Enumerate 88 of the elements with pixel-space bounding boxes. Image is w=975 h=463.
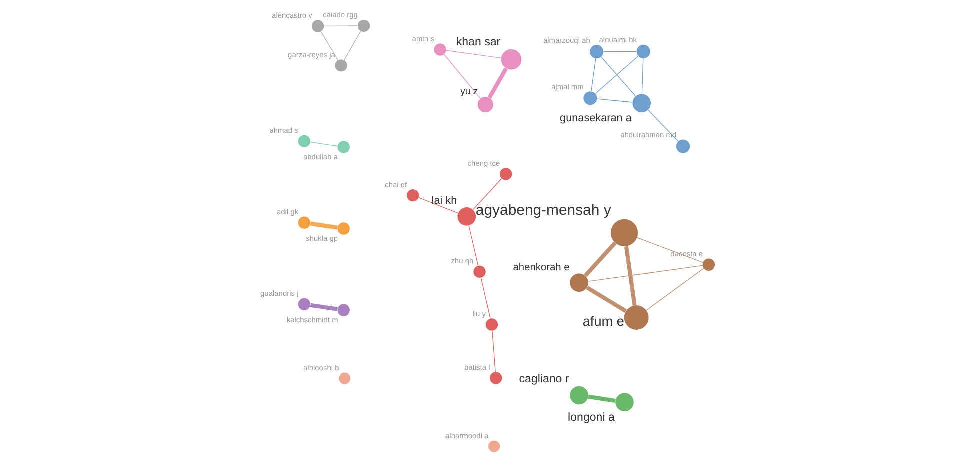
node-circle (500, 48, 522, 70)
node-label: lai kh (431, 194, 457, 206)
node-circle (488, 440, 500, 452)
node-circle (473, 265, 486, 278)
node-label: alblooshi b (303, 363, 339, 372)
node-label: chai qf (384, 180, 407, 189)
node-circle (676, 139, 690, 153)
node-circle (499, 168, 512, 180)
node-label: liu y (472, 308, 486, 318)
node-label: cagliano r (518, 373, 569, 386)
node-circle (570, 386, 588, 404)
node-circle (489, 372, 502, 384)
node-label: yu z (460, 86, 478, 97)
node-circle (334, 59, 347, 72)
node-label: alencastro v (272, 10, 312, 20)
connector (310, 141, 338, 146)
node-label: shukla gp (306, 233, 338, 242)
node-label: zhu qh (450, 256, 474, 266)
connector (323, 25, 358, 26)
node-label: caiado rgg (322, 10, 358, 20)
node-label: gualandris j (260, 288, 298, 298)
node-label: cheng tce (467, 158, 500, 168)
node-circle (357, 19, 370, 32)
connector (480, 277, 490, 319)
node-label: garza-reyes ja (288, 50, 335, 59)
node-label: gunasekaran a (560, 112, 632, 124)
connector (588, 394, 616, 402)
node-circle (702, 258, 715, 270)
connector (418, 197, 458, 214)
node-label: amin s (412, 34, 434, 43)
connector (596, 98, 632, 102)
node-circle (590, 44, 604, 58)
node-label: ahenkorah e (512, 262, 570, 273)
node-label: batista l (464, 362, 490, 372)
node-circle (337, 304, 350, 316)
node-label: longoni a (568, 411, 614, 424)
connector (624, 246, 636, 306)
node-circle (583, 91, 597, 105)
node-label: ahmad s (269, 126, 298, 135)
node-label: alnuaimi bk (598, 35, 637, 44)
connector (492, 330, 496, 372)
node-circle (636, 44, 650, 58)
connector (344, 30, 361, 60)
node-label: adil gk (276, 207, 298, 216)
connector (641, 58, 644, 94)
connector (310, 302, 338, 311)
connector (472, 178, 502, 210)
node-circle (298, 134, 310, 147)
connector (600, 56, 636, 96)
connector (443, 54, 480, 98)
node-circle (298, 298, 310, 310)
connector (320, 30, 338, 60)
node-circle (477, 96, 493, 112)
node-label: afum e (582, 313, 624, 328)
connector (588, 264, 703, 282)
node-label: khan sar (456, 36, 500, 48)
connector (646, 268, 704, 310)
node-circle (337, 140, 350, 153)
node-circle (485, 318, 498, 330)
connector (310, 221, 338, 230)
node-circle (624, 305, 648, 330)
node-circle (632, 94, 651, 112)
node-circle (457, 207, 476, 226)
node-label: kalchschmidt m (286, 314, 338, 324)
node-label: agyabeng-mensah y (475, 201, 611, 218)
connector (647, 109, 678, 142)
node-circle (298, 216, 310, 228)
connector (446, 50, 502, 58)
connector (636, 236, 703, 263)
connector (468, 224, 478, 266)
node-circle (338, 372, 350, 384)
node-circle (610, 218, 638, 246)
connector (487, 67, 508, 98)
node-label: abdullah a (302, 152, 338, 161)
connector (590, 58, 596, 92)
node-label: ajmal mm (551, 82, 584, 91)
node-circle (406, 188, 419, 202)
connector (584, 241, 616, 277)
node-circle (615, 392, 634, 412)
node-circle (434, 43, 446, 56)
node-label: almarzouqi ah (542, 35, 590, 44)
connector (586, 285, 627, 313)
node-label: alharmoodi a (445, 431, 488, 440)
node-circle (337, 222, 350, 234)
node-circle (570, 273, 588, 292)
node-circle (311, 20, 324, 32)
connector (594, 55, 638, 94)
connector (602, 50, 637, 52)
